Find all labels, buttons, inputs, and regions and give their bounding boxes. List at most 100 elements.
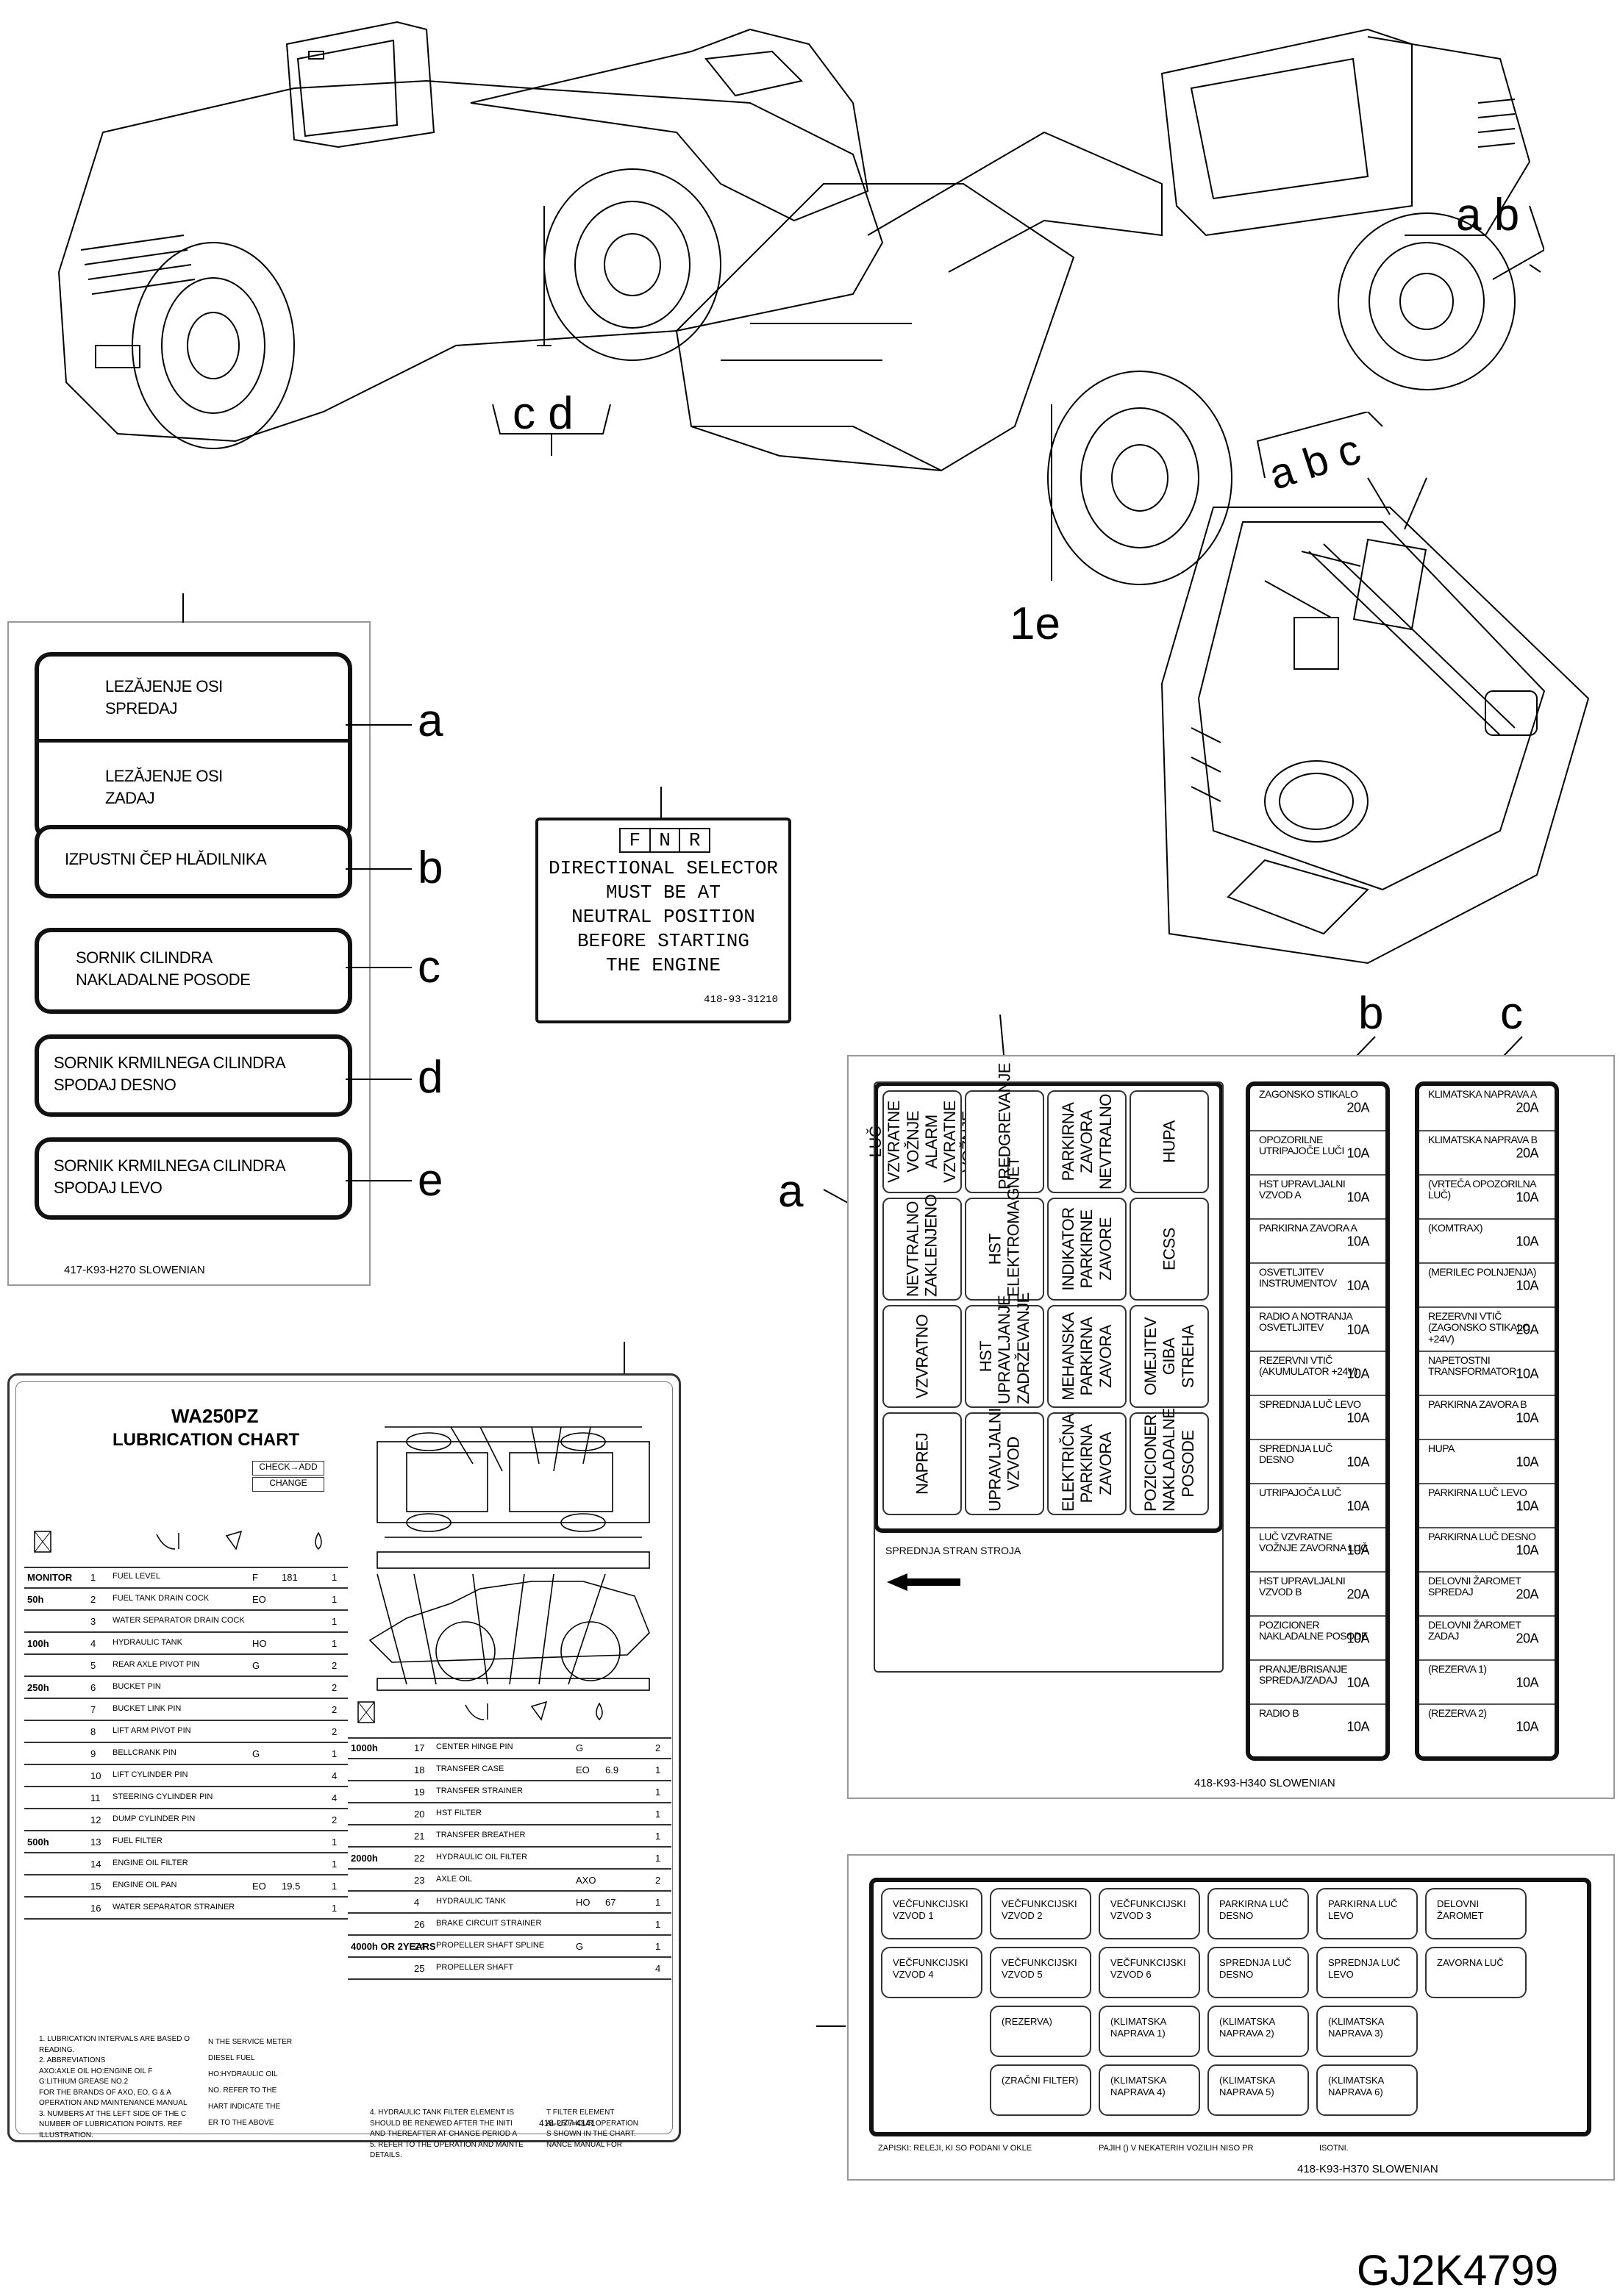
lube-item-name: TRANSFER CASE bbox=[436, 1764, 504, 1773]
lube-interval: 250h bbox=[27, 1682, 49, 1693]
fuse-row: (REZERVA 1)10A bbox=[1419, 1659, 1555, 1705]
fuse-slot: INDIKATOR PARKIRNE ZAVORE bbox=[1047, 1198, 1127, 1301]
fuse-slot: ELEKTRIČNA PARKIRNA ZAVORA bbox=[1047, 1412, 1127, 1515]
lube-note-line: AL 250-HOUR OPERATION bbox=[546, 2119, 639, 2128]
lube-item-name: TRANSFER STRAINER bbox=[436, 1787, 523, 1795]
lube-points: 1 bbox=[332, 1572, 338, 1583]
fuse-slot-label: HST UPRAVLJANJE ZADRŽEVANJE bbox=[977, 1292, 1032, 1404]
relay-slot: VEČFUNKCIJSKI VZVOD 2 bbox=[990, 1888, 1091, 1939]
relay-slot: VEČFUNKCIJSKI VZVOD 3 bbox=[1099, 1888, 1200, 1939]
lube-note-line: 2. ABBREVIATIONS bbox=[39, 2056, 106, 2064]
lube-note-line: SHOULD BE RENEWED AFTER THE INITI bbox=[370, 2119, 513, 2128]
fuse-slot: MEHANSKA PARKIRNA ZAVORA bbox=[1047, 1305, 1127, 1408]
lube-note-line: S SHOWN IN THE CHART. bbox=[546, 2130, 636, 2138]
relay-slot: (REZERVA) bbox=[990, 2006, 1091, 2057]
lube-oil-type: G bbox=[252, 1660, 260, 1671]
lube-note-line: 1. LUBRICATION INTERVALS ARE BASED O bbox=[39, 2035, 190, 2043]
lube-note-line: READING. bbox=[39, 2045, 75, 2054]
lube-table-right-header bbox=[348, 1693, 671, 1739]
label-a-line3: LEZǍJENJE OSI bbox=[105, 767, 223, 785]
lube-item-name: DUMP CYLINDER PIN bbox=[113, 1814, 196, 1823]
fuse-row-amps: 20A bbox=[1346, 1100, 1369, 1115]
lube-points: 1 bbox=[332, 1748, 338, 1759]
drawing-id: GJ2K4799 bbox=[1357, 2247, 1559, 2295]
lube-item-no: 15 bbox=[90, 1881, 101, 1892]
fuse-row-label: (REZERVA 2) bbox=[1428, 1707, 1487, 1719]
fuse-row-amps: 10A bbox=[1346, 1675, 1369, 1690]
lube-note-line: HO:HYDRAULIC OIL bbox=[208, 2070, 278, 2078]
lube-item-no: 3 bbox=[90, 1616, 96, 1627]
lube-item-name: FUEL LEVEL bbox=[113, 1572, 161, 1581]
lube-item-name: AXLE OIL bbox=[436, 1875, 472, 1884]
label-c-line2: NAKLADALNE POSODE bbox=[76, 970, 251, 989]
lube-points: 2 bbox=[655, 1742, 661, 1753]
lube-interval: 50h bbox=[27, 1594, 44, 1605]
relay-slot: DELOVNI ŽAROMET bbox=[1425, 1888, 1527, 1939]
fuse-row: (VRTEČA OPOZORILNA LUČ)10A bbox=[1419, 1174, 1555, 1220]
lube-item-name: BUCKET PIN bbox=[113, 1682, 161, 1691]
lube-capacity: 6.9 bbox=[605, 1764, 619, 1775]
relay-slot: VEČFUNKCIJSKI VZVOD 1 bbox=[881, 1888, 982, 1939]
fuse-row: REZERVNI VTIČ (ZAGONSKO STIKALO +24V)20A bbox=[1419, 1306, 1555, 1352]
fuse-row-amps: 20A bbox=[1346, 1587, 1369, 1602]
fuse-slot-label: OMEJITEV GIBA STREHA bbox=[1141, 1317, 1197, 1396]
fuse-row-label: PARKIRNA ZAVORA A bbox=[1259, 1222, 1357, 1234]
change-legend: CHANGE bbox=[252, 1477, 324, 1492]
lube-points: 2 bbox=[332, 1660, 338, 1671]
fuse-slot-label: HST ELEKTROMAGNET bbox=[985, 1156, 1023, 1297]
lube-item-name: FUEL FILTER bbox=[113, 1837, 163, 1845]
fuse-slot-label: ECSS bbox=[1160, 1228, 1179, 1270]
fuse-row-amps: 10A bbox=[1516, 1278, 1538, 1293]
lube-item-name: CENTER HINGE PIN bbox=[436, 1742, 513, 1751]
fnr-leader bbox=[660, 787, 662, 818]
relay-slot: (ZRAČNI FILTER) bbox=[990, 2064, 1091, 2116]
fnr-letter-n: N bbox=[651, 829, 681, 851]
lube-item-no: 21 bbox=[414, 1831, 425, 1842]
label-sheet-leader bbox=[182, 593, 184, 623]
lube-item-no: 24 bbox=[414, 1941, 425, 1952]
lube-header-icons bbox=[34, 1530, 322, 1553]
fuse-slot: LUČ VZVRATNE VOŽNJE ALARM VZVRATNE VOŽNJ… bbox=[866, 1090, 978, 1193]
fnr-letter-r: R bbox=[688, 829, 701, 851]
lube-points: 2 bbox=[332, 1704, 338, 1715]
lube-item-name: BRAKE CIRCUIT STRAINER bbox=[436, 1919, 542, 1928]
fuse-row: REZERVNI VTIČ (AKUMULATOR +24V)10A bbox=[1250, 1351, 1385, 1396]
lube-points: 2 bbox=[332, 1682, 338, 1693]
lube-item-name: REAR AXLE PIVOT PIN bbox=[113, 1660, 200, 1669]
lube-note-line: ER TO THE ABOVE bbox=[208, 2119, 274, 2127]
relay-slot: SPREDNJA LUČ DESNO bbox=[1207, 1947, 1309, 1998]
fuse-row-amps: 10A bbox=[1346, 1498, 1369, 1514]
lube-points: 2 bbox=[332, 1814, 338, 1825]
lube-oil-type: EO bbox=[252, 1881, 266, 1892]
lube-item-name: TRANSFER BREATHER bbox=[436, 1831, 526, 1839]
lube-points: 1 bbox=[332, 1837, 338, 1848]
lube-oil-type: AXO bbox=[576, 1875, 596, 1886]
lube-points: 1 bbox=[655, 1897, 661, 1908]
lube-points: 1 bbox=[655, 1764, 661, 1775]
fuse-row-label: PARKIRNA LUČ LEVO bbox=[1428, 1487, 1527, 1498]
label-sheet-part-no: 417-K93-H270 SLOWENIAN bbox=[64, 1264, 205, 1276]
fuse-slot: UPRAVLJALNI VZVOD bbox=[965, 1408, 1044, 1515]
lube-item-name: HYDRAULIC TANK bbox=[113, 1638, 182, 1647]
fuse-row-label: OPOZORILNE UTRIPAJOČE LUČI bbox=[1259, 1134, 1344, 1157]
label-a-line4: ZADAJ bbox=[105, 789, 155, 807]
fuse-panel-sheet: LUČ VZVRATNE VOŽNJE ALARM VZVRATNE VOŽNJ… bbox=[847, 1055, 1615, 1799]
lube-oil-type: EO bbox=[252, 1594, 266, 1605]
lube-oil-type: HO bbox=[252, 1638, 267, 1649]
fuse-row-label: (KOMTRAX) bbox=[1428, 1222, 1483, 1234]
lube-item-name: LIFT CYLINDER PIN bbox=[113, 1770, 188, 1779]
fuse-row-amps: 10A bbox=[1346, 1322, 1369, 1337]
lube-item-name: HYDRAULIC TANK bbox=[436, 1897, 506, 1906]
lube-item-no: 20 bbox=[414, 1809, 425, 1820]
